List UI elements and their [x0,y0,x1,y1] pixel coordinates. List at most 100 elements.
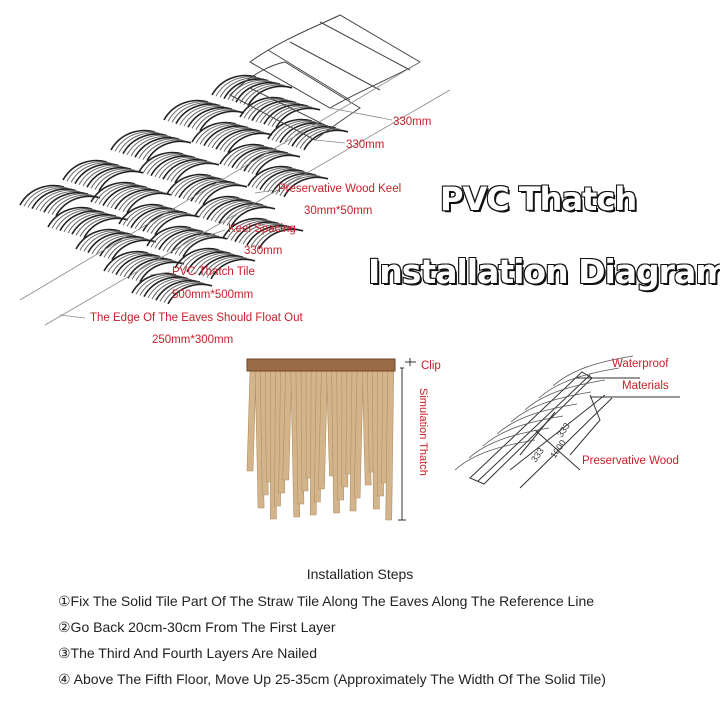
steps-heading: Installation Steps [306,566,414,582]
thatch-strand [103,237,149,258]
step-4: ④ Above The Fifth Floor, Move Up 25-35cm… [58,671,606,687]
thatch-strand [75,228,121,250]
thatch-strand [167,101,213,122]
thatch-strand [138,138,184,159]
clip-bar [246,358,396,372]
thatch-strand [134,208,180,230]
thatch-strand [162,158,208,180]
thatch-strand [258,228,304,250]
thatch-strand [90,181,136,203]
tile-size: 500mm*500mm [172,289,254,301]
thatch-strand [150,155,196,176]
dim-top-2: 330mm [346,139,385,151]
thatch-strand [19,184,65,206]
thatch-strand [179,104,225,126]
waterproof-label-2: Materials [622,380,669,392]
thatch-strand [111,239,157,261]
thatch-strand [103,250,149,272]
thatch-strand [166,173,212,195]
thatch-strand [243,150,289,172]
thatch-strand [271,120,317,141]
thatch-strand [51,208,97,229]
section-straw-line [454,439,536,471]
eaves-label: The Edge Of The Eaves Should Float Out [90,312,303,324]
clip-label: Clip [421,360,441,372]
thatch-strand [267,118,313,140]
thatch-strand [118,190,164,211]
thatch-strand [243,98,289,119]
thatch-strand [63,211,109,233]
thatch-strand [94,183,140,204]
thatch-strand [90,168,136,189]
thatch-strand [147,277,193,299]
thatch-strand [86,166,132,188]
thatch-strand [47,206,93,228]
thatch-strand [131,272,177,294]
thatch-strand [219,143,265,165]
wood-label: Preservative Wood [582,455,679,467]
thatch-strand [150,227,196,248]
thatch-strand [295,127,341,148]
thatch-strand [255,154,301,176]
thatch-strand [215,76,261,97]
thatch-strand [275,174,321,195]
leader-lines [19,61,451,326]
thatch-strand [210,258,256,280]
thatch-strand [110,129,156,151]
thatch-strand [247,152,293,173]
section-straw-line [552,355,634,387]
thatch-strand [122,205,168,226]
title-line-1: PVC Thatch [439,179,638,219]
thatch-strand [174,247,220,269]
thatch-strand [131,259,177,280]
thatch-strand [91,233,137,255]
thatch-strand [43,191,89,213]
thatch-strand [166,160,212,181]
step-2: ②Go Back 20cm-30cm From The First Layer [58,619,336,635]
thatch-strand [246,224,292,246]
thatch-strand [247,165,293,187]
thatch-strand [187,106,233,128]
thatch-strand [263,103,309,125]
thatch-strand [174,234,220,255]
thatch-strand [215,128,261,150]
thatch-strand [226,219,272,240]
thatch-strand [194,195,240,217]
dim-top-1: 330mm [393,116,432,128]
section-straw-line [538,367,620,399]
thatch-strand [283,176,329,198]
thatch-strand [279,122,325,143]
thatch-strand [62,159,108,181]
thatch-strand [203,125,249,146]
thatch-strand [126,134,172,156]
thatch-strand [167,283,213,305]
section-straw [454,355,634,471]
thatch-strand [235,81,281,103]
section-straw-line [496,403,578,435]
thatch-strand [83,217,129,239]
section-straw-line [524,379,606,411]
thatch-strand [223,145,269,166]
thatch-strand [139,261,185,283]
section-straw-line [468,427,550,459]
thatch-strand [186,251,232,272]
thatch-strand [134,136,180,158]
thatch-strand [107,252,153,273]
thatch-strand [159,281,205,302]
thatch-strand [178,177,224,198]
step-3: ③The Third And Fourth Layers Are Nailed [58,645,317,661]
thatch-strand [202,184,248,206]
thatch-strand [191,108,237,129]
thatch-strand [119,255,165,277]
thatch-strand [55,195,101,217]
waterproof-label-1: Waterproof [612,358,669,370]
thatch-strand [230,206,276,228]
thatch-strand [74,163,120,184]
thatch-strand [143,276,189,297]
thatch-strand [219,130,265,151]
tile-dimension-lines [398,358,416,521]
thatch-strand [47,193,93,214]
thatch-strand [163,99,209,121]
thatch-strand [114,188,160,210]
